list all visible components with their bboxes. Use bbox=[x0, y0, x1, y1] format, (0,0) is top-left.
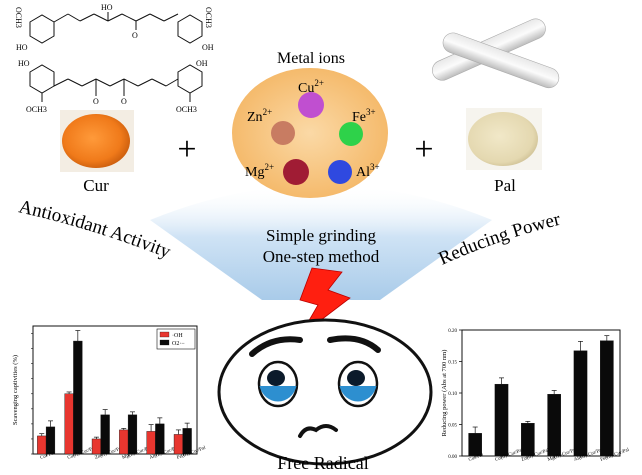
bar-1-4-0 bbox=[573, 350, 588, 457]
methoxy-label-left: OCH3 bbox=[14, 7, 23, 28]
zn-ion-sphere bbox=[271, 121, 295, 145]
face-outline bbox=[217, 318, 433, 466]
curcumin-structure-enol bbox=[29, 12, 203, 44]
legend-swatch bbox=[159, 331, 170, 338]
hydroxy-label-left: HO bbox=[16, 43, 28, 52]
diketo-och3-right: OCH3 bbox=[176, 105, 197, 114]
enol-oh-label: HO bbox=[101, 3, 113, 12]
y-axis-label: Scavenging captivities (%) bbox=[12, 355, 19, 425]
left-pupil bbox=[267, 370, 285, 386]
al-symbol: Al bbox=[356, 165, 370, 180]
cu-ion-label: Cu2+ bbox=[298, 78, 324, 96]
x-tick-label: Cur/Pal bbox=[40, 451, 57, 461]
method-line-2: One-step method bbox=[263, 247, 380, 266]
antioxidant-textpath: Antioxidant Activity bbox=[17, 196, 174, 263]
cur-label: Cur bbox=[83, 176, 109, 195]
funnel-shape bbox=[150, 185, 492, 300]
bar-0-1-1 bbox=[73, 340, 83, 455]
bar-0-0-1 bbox=[45, 426, 56, 455]
fe-ion-sphere bbox=[339, 122, 363, 146]
keto-o-label: O bbox=[132, 31, 138, 40]
right-eye-tear bbox=[339, 386, 377, 402]
cu-symbol: Cu bbox=[298, 81, 314, 96]
cu-ion-sphere bbox=[298, 92, 324, 118]
antioxidant-activity-label: Antioxidant Activity bbox=[17, 196, 174, 263]
bar-1-0-0 bbox=[468, 433, 482, 457]
free-radical-face bbox=[217, 318, 433, 466]
hydroxy-label-right: OH bbox=[202, 43, 214, 52]
pal-label: Pal bbox=[494, 176, 516, 195]
y-axis-label: Reducing power (Abs at 700 nm) bbox=[441, 350, 448, 437]
x-tick-label: Cur/Pal bbox=[468, 453, 485, 463]
fe-symbol: Fe bbox=[352, 110, 366, 125]
bar-0-5-0 bbox=[173, 434, 183, 455]
zn-charge: 2+ bbox=[263, 107, 273, 117]
y-tick-label: 0.05 bbox=[448, 424, 457, 429]
bar-0-0-0 bbox=[37, 435, 47, 455]
legend-label: O2·− bbox=[172, 341, 185, 347]
bar-1-5-0 bbox=[600, 340, 614, 457]
zn-symbol: Zn bbox=[247, 110, 263, 125]
bar-0-4-1 bbox=[155, 423, 165, 455]
diketo-och3-left: OCH3 bbox=[26, 105, 47, 114]
left-eyebrow bbox=[249, 336, 303, 357]
bar-1-2-0 bbox=[521, 423, 535, 457]
y-tick-label: 0.00 bbox=[448, 455, 457, 460]
diketo-oh-right: OH bbox=[196, 59, 208, 68]
zn-ion-label: Zn2+ bbox=[247, 107, 272, 125]
plus-sign-left: + bbox=[177, 131, 196, 168]
y-tick-label: 0.10 bbox=[448, 392, 457, 397]
cur-powder bbox=[62, 114, 130, 168]
plot-frame bbox=[461, 329, 621, 457]
bar-0-3-1 bbox=[127, 414, 138, 455]
cu-charge: 2+ bbox=[314, 78, 324, 88]
al-ion-sphere bbox=[328, 160, 352, 184]
bar-0-4-0 bbox=[146, 431, 156, 455]
diketo-o-2: O bbox=[121, 97, 127, 106]
free-radical-label: Free Radical bbox=[277, 453, 368, 473]
mouth bbox=[298, 424, 338, 438]
mg-ion-sphere bbox=[283, 159, 309, 185]
bar-1-1-0 bbox=[494, 383, 509, 457]
palygorskite-rods bbox=[432, 18, 560, 89]
legend-swatch bbox=[159, 339, 170, 346]
al-ion-label: Al3+ bbox=[356, 162, 380, 180]
left-eye-tear bbox=[259, 386, 297, 402]
al-charge: 3+ bbox=[370, 162, 380, 172]
curcumin-structure-diketo bbox=[29, 64, 203, 102]
fe-ion-label: Fe3+ bbox=[352, 107, 376, 125]
diketo-o-1: O bbox=[93, 97, 99, 106]
right-eyebrow bbox=[327, 335, 381, 353]
methoxy-label-right: OCH3 bbox=[204, 7, 213, 28]
fe-charge: 3+ bbox=[366, 107, 376, 117]
y-tick-label: 0.15 bbox=[448, 361, 457, 366]
bar-1-3-0 bbox=[547, 394, 561, 457]
legend-label: ·OH bbox=[172, 333, 183, 339]
bar-0-2-1 bbox=[100, 414, 110, 455]
mg-charge: 2+ bbox=[264, 162, 274, 172]
bar-0-1-0 bbox=[64, 393, 74, 455]
mg-symbol: Mg bbox=[245, 165, 264, 180]
bar-0-2-0 bbox=[91, 438, 101, 455]
mg-ion-label: Mg2+ bbox=[245, 162, 274, 180]
plus-sign-right: + bbox=[414, 131, 433, 168]
pal-powder bbox=[468, 112, 538, 166]
right-pupil bbox=[347, 370, 365, 386]
bar-0-3-0 bbox=[119, 429, 129, 455]
y-tick-label: 0.20 bbox=[448, 329, 457, 334]
metal-ions-title: Metal ions bbox=[277, 50, 345, 67]
diketo-ho-left: HO bbox=[18, 59, 30, 68]
method-line-1: Simple grinding bbox=[266, 226, 377, 245]
